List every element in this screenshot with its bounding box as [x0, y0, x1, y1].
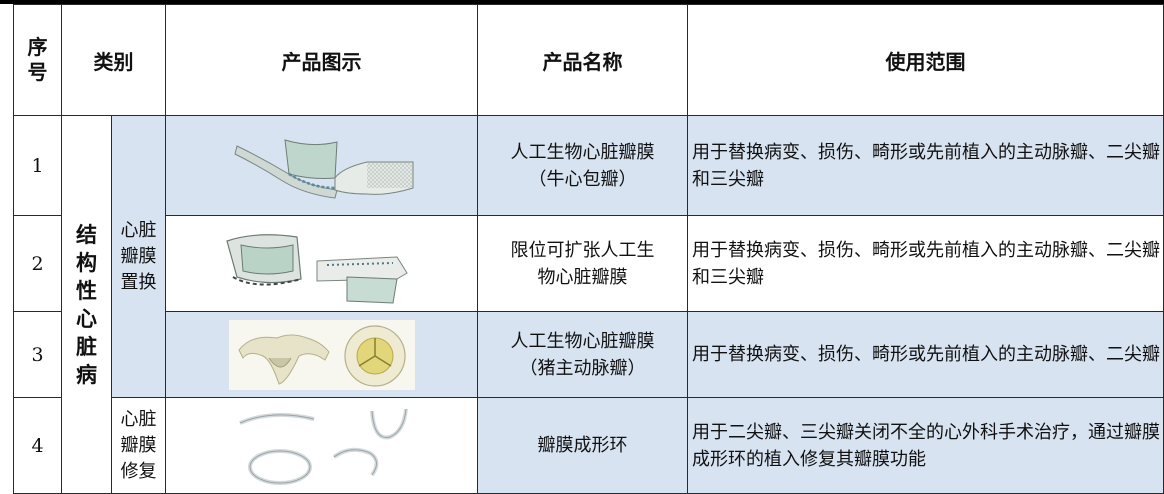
- product-table: 序 号 类别 产品图示 产品名称 使用范围 1 结 构 性 心 脏 病 心脏 瓣…: [13, 4, 1164, 494]
- category-primary: 结 构 性 心 脏 病: [61, 115, 112, 494]
- header-scope: 使用范围: [687, 4, 1164, 116]
- header-category: 类别: [61, 4, 166, 116]
- row-number: 1: [13, 115, 62, 216]
- product-scope: 用于替换病变、损伤、畸形或先前植入的主动脉瓣、二尖瓣: [687, 311, 1164, 398]
- top-rule: [0, 0, 1164, 4]
- category-secondary-replacement: 心脏 瓣膜 置换: [111, 115, 166, 398]
- product-scope: 用于二尖瓣、三尖瓣关闭不全的心外科手术治疗，通过瓣膜成形环的植入修复其瓣膜功能: [687, 397, 1164, 494]
- product-name: 人工生物心脏瓣膜 （牛心包瓣）: [477, 115, 688, 216]
- product-name: 人工生物心脏瓣膜 （猪主动脉瓣）: [477, 311, 688, 398]
- product-scope: 用于替换病变、损伤、畸形或先前植入的主动脉瓣、二尖瓣和三尖瓣: [687, 115, 1164, 216]
- annuloplasty-ring-icon: [238, 408, 408, 485]
- product-image-cell: [165, 397, 478, 494]
- header-seq-line1: 序: [27, 35, 48, 59]
- row-number: 4: [13, 397, 62, 494]
- product-scope: 用于替换病变、损伤、畸形或先前植入的主动脉瓣、二尖瓣和三尖瓣: [687, 215, 1164, 312]
- category-secondary-repair: 心脏 瓣膜 修复: [111, 397, 166, 494]
- table-row: 2 限位可扩张人工生 物心脏瓣膜 用于替换病变、损伤、畸形或先前植入的主动脉瓣、…: [13, 215, 1164, 312]
- product-image-cell: [165, 115, 478, 216]
- row-number: 2: [13, 215, 62, 312]
- table-row: 3 人工生物心脏瓣膜 （猪主动脉瓣） 用于替换病变、损伤、畸形或先前植入的主动脉…: [13, 311, 1164, 398]
- row-number: 3: [13, 311, 62, 398]
- header-row: 序 号 类别 产品图示 产品名称 使用范围: [13, 4, 1164, 116]
- product-image-cell: [165, 311, 478, 398]
- header-image: 产品图示: [165, 4, 478, 116]
- header-seq-line2: 号: [27, 60, 48, 84]
- table-row: 1 结 构 性 心 脏 病 心脏 瓣膜 置换: [13, 115, 1164, 494]
- product-name: 限位可扩张人工生 物心脏瓣膜: [477, 215, 688, 312]
- header-name: 产品名称: [477, 4, 688, 116]
- header-seq: 序 号: [13, 4, 62, 116]
- porcine-aortic-valve-icon: [228, 319, 415, 390]
- product-image-cell: [165, 215, 478, 312]
- expandable-valve-icon: [225, 233, 408, 304]
- bovine-pericardial-valve-icon: [233, 138, 413, 199]
- table-row: 4 心脏 瓣膜 修复 瓣膜成形环 用于二尖瓣、三尖瓣关闭不全的心外科手术: [13, 397, 1164, 494]
- product-name: 瓣膜成形环: [477, 397, 688, 494]
